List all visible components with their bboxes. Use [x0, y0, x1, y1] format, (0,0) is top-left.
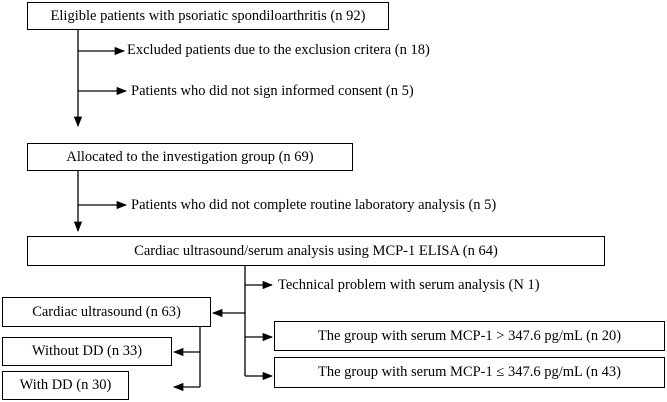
- without-dd-box: Without DD (n 33): [2, 337, 172, 366]
- cardiac-serum-label: Cardiac ultrasound/serum analysis using …: [134, 242, 498, 259]
- allocated-label: Allocated to the investigation group (n …: [66, 148, 314, 165]
- eligible-label: Eligible patients with psoriatic spondil…: [50, 7, 366, 24]
- technical-note: Technical problem with serum analysis (N…: [278, 277, 540, 293]
- cardiac-ultrasound-box: Cardiac ultrasound (n 63): [2, 297, 211, 327]
- allocated-box: Allocated to the investigation group (n …: [27, 143, 353, 171]
- cardiac-serum-box: Cardiac ultrasound/serum analysis using …: [27, 236, 605, 266]
- no-consent-note: Patients who did not sign informed conse…: [131, 83, 414, 99]
- cardiac-ultrasound-label: Cardiac ultrasound (n 63): [32, 303, 181, 320]
- eligible-box: Eligible patients with psoriatic spondil…: [27, 2, 389, 30]
- mcp-high-box: The group with serum MCP-1 > 347.6 pg/mL…: [274, 321, 665, 351]
- no-lab-note: Patients who did not complete routine la…: [131, 197, 497, 213]
- mcp-high-label: The group with serum MCP-1 > 347.6 pg/mL…: [317, 327, 622, 344]
- excluded-note: Excluded patients due to the exclusion c…: [127, 42, 430, 58]
- with-dd-label: With DD (n 30): [19, 377, 112, 393]
- without-dd-label: Without DD (n 33): [31, 343, 143, 359]
- with-dd-box: With DD (n 30): [2, 371, 129, 400]
- mcp-low-label: The group with serum MCP-1 ≤ 347.6 pg/mL…: [317, 364, 622, 380]
- mcp-low-box: The group with serum MCP-1 ≤ 347.6 pg/mL…: [274, 357, 665, 388]
